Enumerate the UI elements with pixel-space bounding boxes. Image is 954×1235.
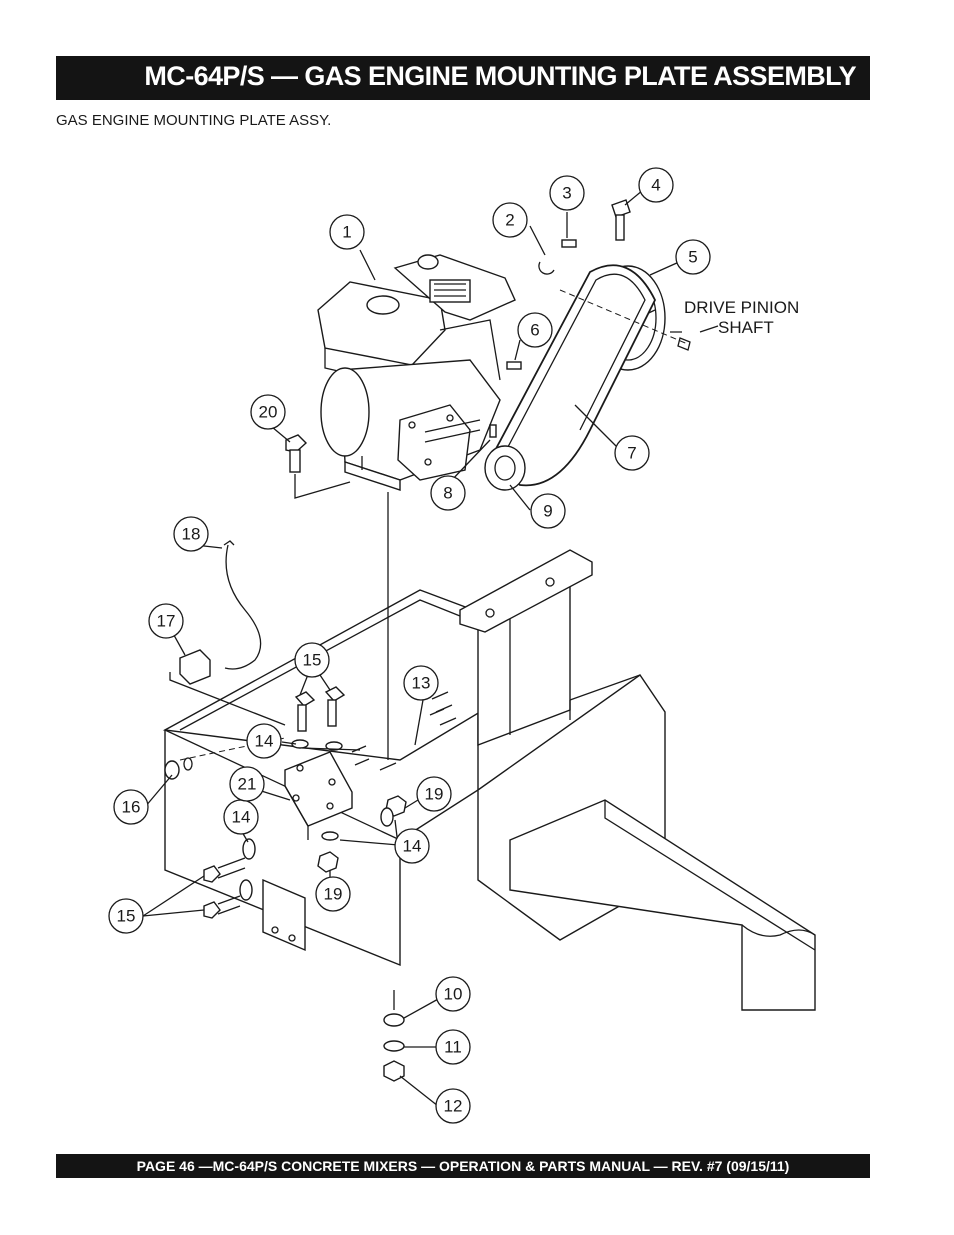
callout-label: 14 bbox=[403, 837, 422, 856]
callout-3: 3 bbox=[549, 175, 585, 211]
callout-19a: 19 bbox=[416, 776, 452, 812]
callout-label: 15 bbox=[303, 651, 322, 670]
callout-8: 8 bbox=[430, 475, 466, 511]
callout-5: 5 bbox=[675, 239, 711, 275]
callout-label: 8 bbox=[443, 484, 452, 503]
page-title: MC-64P/S — GAS ENGINE MOUNTING PLATE ASS… bbox=[144, 61, 856, 91]
callout-16: 16 bbox=[113, 789, 149, 825]
callout-label: 11 bbox=[444, 1038, 462, 1057]
callout-label: 17 bbox=[157, 612, 176, 631]
callout-label: 4 bbox=[651, 176, 660, 195]
note-drive-pinion: DRIVE PINION bbox=[684, 298, 799, 317]
callout-label: 1 bbox=[342, 223, 351, 242]
callout-10: 10 bbox=[435, 976, 471, 1012]
callout-label: 5 bbox=[688, 248, 697, 267]
callout-label: 18 bbox=[182, 525, 201, 544]
callout-label: 14 bbox=[255, 732, 274, 751]
callout-7: 7 bbox=[614, 435, 650, 471]
callout-label: 2 bbox=[505, 211, 514, 230]
callout-13: 13 bbox=[403, 665, 439, 701]
callout-15a: 15 bbox=[294, 642, 330, 678]
callout-label: 13 bbox=[412, 674, 431, 693]
callout-2: 2 bbox=[492, 202, 528, 238]
callout-18: 18 bbox=[173, 516, 209, 552]
callout-label: 12 bbox=[444, 1097, 463, 1116]
callout-label: 10 bbox=[444, 985, 463, 1004]
callout-label: 9 bbox=[543, 502, 552, 521]
callout-label: 15 bbox=[117, 907, 136, 926]
footer-bar: PAGE 46 —MC-64P/S CONCRETE MIXERS — OPER… bbox=[56, 1154, 870, 1178]
callout-14a: 14 bbox=[246, 723, 282, 759]
callout-12: 12 bbox=[435, 1088, 471, 1124]
callout-4: 4 bbox=[638, 167, 674, 203]
callout-label: 20 bbox=[259, 403, 278, 422]
callout-label: 14 bbox=[232, 808, 251, 827]
callout-label: 7 bbox=[627, 444, 636, 463]
callout-label: 3 bbox=[562, 184, 571, 203]
footer-text: PAGE 46 —MC-64P/S CONCRETE MIXERS — OPER… bbox=[136, 1158, 790, 1174]
callout-21: 21 bbox=[229, 766, 265, 802]
title-bar: MC-64P/S — GAS ENGINE MOUNTING PLATE ASS… bbox=[56, 56, 870, 100]
callout-14b: 14 bbox=[223, 799, 259, 835]
mounting-plate bbox=[284, 751, 353, 840]
leader-lines bbox=[142, 189, 719, 1107]
callout-label: 21 bbox=[238, 775, 257, 794]
callout-19b: 19 bbox=[315, 876, 351, 912]
callout-9: 9 bbox=[530, 493, 566, 529]
note-shaft: SHAFT bbox=[718, 318, 774, 337]
callout-6: 6 bbox=[517, 312, 553, 348]
callout-17: 17 bbox=[148, 603, 184, 639]
gas-engine bbox=[317, 254, 516, 491]
diagram-subtitle: GAS ENGINE MOUNTING PLATE ASSY. bbox=[56, 112, 332, 129]
hardware-parts bbox=[164, 199, 631, 1082]
callout-20: 20 bbox=[250, 394, 286, 430]
callout-15b: 15 bbox=[108, 898, 144, 934]
belt-drive bbox=[484, 264, 691, 491]
callout-1: 1 bbox=[329, 214, 365, 250]
callout-label: 19 bbox=[324, 885, 343, 904]
callout-14c: 14 bbox=[394, 828, 430, 864]
callout-label: 6 bbox=[530, 321, 539, 340]
callout-11: 11 bbox=[435, 1029, 471, 1065]
callout-label: 19 bbox=[425, 785, 444, 804]
callout-label: 16 bbox=[122, 798, 141, 817]
